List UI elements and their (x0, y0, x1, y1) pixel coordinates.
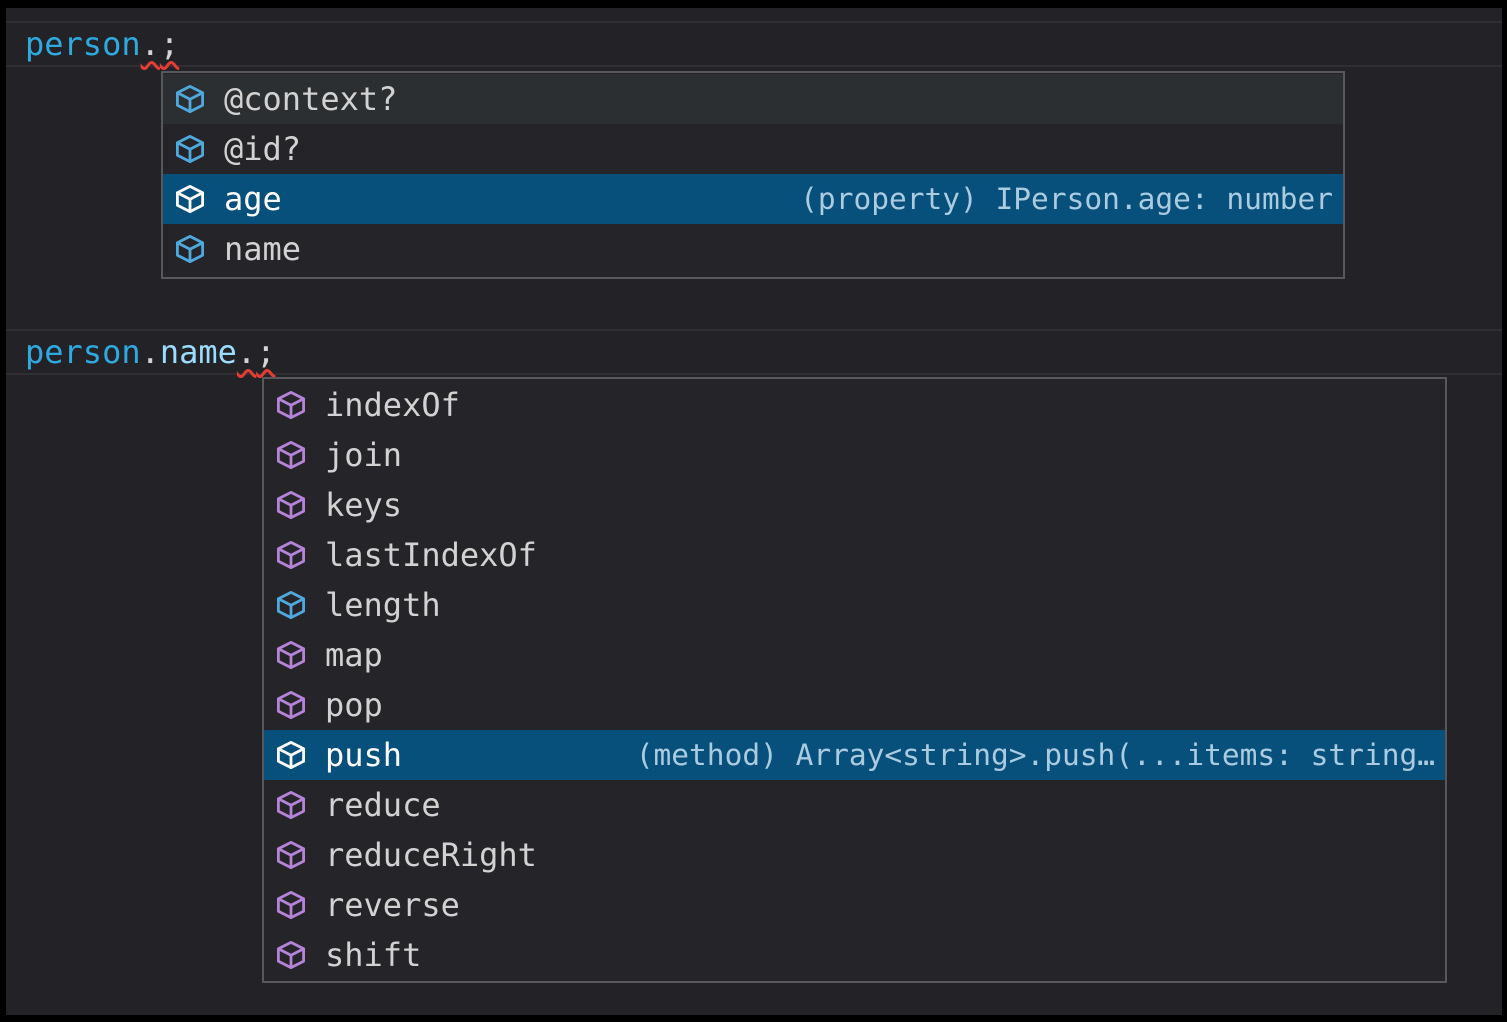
suggestion-detail: (property) IPerson.age: number (800, 182, 1333, 216)
code-token: name (159, 333, 237, 371)
symbol-field-cube-icon (173, 232, 207, 266)
symbol-method-cube-icon (274, 738, 308, 772)
suggestion-label: reduce (325, 786, 441, 824)
autocomplete-dropdown-person: @context? @id? age (property) IPerson.ag… (161, 71, 1345, 279)
suggestion-item-name[interactable]: name (163, 224, 1343, 274)
symbol-method-cube-icon (274, 388, 308, 422)
suggestion-item-reduce[interactable]: reduce (264, 780, 1445, 830)
code-token: ; (159, 25, 180, 63)
code-editor[interactable]: person.; @context? @id? (6, 8, 1502, 1015)
suggestion-label: length (325, 586, 441, 624)
symbol-field-cube-icon (173, 182, 207, 216)
suggestion-label: @context? (224, 80, 398, 118)
suggestion-label: reverse (325, 886, 460, 924)
suggestion-label: pop (325, 686, 383, 724)
suggestion-item-push[interactable]: push (method) Array<string>.push(...item… (264, 730, 1445, 780)
symbol-method-cube-icon (274, 788, 308, 822)
symbol-field-cube-icon (173, 132, 207, 166)
suggestion-label: age (224, 180, 282, 218)
symbol-field-cube-icon (173, 82, 207, 116)
suggestion-item-shift[interactable]: shift (264, 930, 1445, 980)
suggestion-item-join[interactable]: join (264, 430, 1445, 480)
suggestion-label: indexOf (325, 386, 460, 424)
suggestion-label: shift (325, 936, 422, 974)
symbol-method-cube-icon (274, 938, 308, 972)
suggestion-item-lastindexof[interactable]: lastIndexOf (264, 530, 1445, 580)
code-token: ; (256, 333, 276, 371)
suggestion-item-reduceright[interactable]: reduceRight (264, 830, 1445, 880)
code-token: . (140, 333, 160, 371)
code-line-1[interactable]: person.; (6, 21, 1502, 67)
suggestion-item-keys[interactable]: keys (264, 480, 1445, 530)
symbol-method-cube-icon (274, 838, 308, 872)
suggestion-item-pop[interactable]: pop (264, 680, 1445, 730)
suggestion-label: join (325, 436, 403, 474)
symbol-method-cube-icon (274, 538, 308, 572)
suggestion-label: name (224, 230, 302, 268)
suggestion-item-age[interactable]: age (property) IPerson.age: number (163, 174, 1343, 224)
symbol-method-cube-icon (274, 488, 308, 522)
suggestion-label: push (325, 736, 403, 774)
code-token: . (140, 25, 160, 63)
suggestion-item-length[interactable]: length (264, 580, 1445, 630)
suggestion-item-id[interactable]: @id? (163, 124, 1343, 174)
code-token: person (25, 25, 141, 63)
suggestion-label: lastIndexOf (325, 536, 537, 574)
symbol-method-cube-icon (274, 638, 308, 672)
symbol-method-cube-icon (274, 888, 308, 922)
code-line-2[interactable]: person.name.; (6, 329, 1502, 375)
symbol-method-cube-icon (274, 688, 308, 722)
suggestion-label: @id? (224, 130, 302, 168)
suggestion-item-reverse[interactable]: reverse (264, 880, 1445, 930)
suggestion-label: reduceRight (325, 836, 537, 874)
suggestion-label: map (325, 636, 383, 674)
suggestion-item-context[interactable]: @context? (163, 74, 1343, 124)
code-token: . (236, 333, 257, 371)
suggestion-label: keys (325, 486, 403, 524)
suggestion-item-indexof[interactable]: indexOf (264, 380, 1445, 430)
suggestion-detail: (method) Array<string>.push(...items: st… (635, 738, 1435, 772)
symbol-field-cube-icon (274, 588, 308, 622)
suggestion-item-map[interactable]: map (264, 630, 1445, 680)
autocomplete-dropdown-person-name: indexOf join keys (262, 377, 1447, 983)
symbol-method-cube-icon (274, 438, 308, 472)
code-token: person (25, 333, 141, 371)
